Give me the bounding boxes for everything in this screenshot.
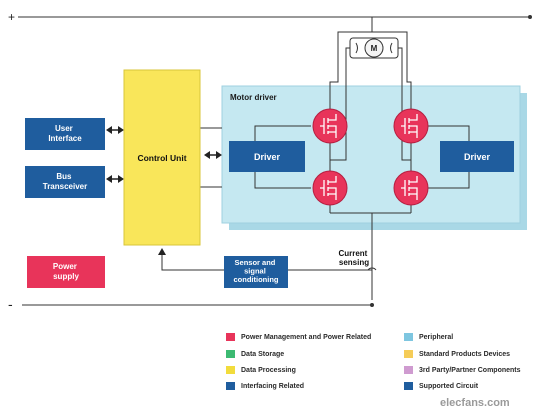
bus-transceiver-line-2: Transceiver xyxy=(43,182,87,191)
plus-rail-label: + xyxy=(8,10,15,24)
legend-swatch xyxy=(404,350,413,358)
legend-swatch xyxy=(226,350,235,358)
legend-item: Peripheral xyxy=(404,333,453,341)
legend-swatch xyxy=(404,333,413,341)
sense-ground-node xyxy=(370,303,374,307)
mosfet-top-left xyxy=(312,108,348,144)
user-interface-line-1: User xyxy=(55,124,73,133)
legend-item: Data Processing xyxy=(226,366,296,374)
legend-item: Supported Circuit xyxy=(404,382,478,390)
supply-rails: + - xyxy=(8,10,532,312)
plus-rail-end xyxy=(528,15,532,19)
control-arrows xyxy=(106,126,222,255)
driver-left-block: Driver xyxy=(229,141,305,172)
driver-left-label: Driver xyxy=(254,152,281,162)
motor-icon: M xyxy=(349,37,399,59)
legend-item: 3rd Party/Partner Components xyxy=(404,366,521,374)
legend-item: Interfacing Related xyxy=(226,382,304,390)
motor-label: M xyxy=(371,44,378,53)
legend-swatch xyxy=(226,333,235,341)
sensor-label: Sensor and signal conditioning xyxy=(234,258,279,284)
driver-right-block: Driver xyxy=(440,141,514,172)
sensor-line-2: signal xyxy=(244,267,266,276)
legend-swatch xyxy=(226,382,235,390)
user-interface-line-2: Interface xyxy=(48,134,82,143)
sensor-line-3: conditioning xyxy=(234,275,279,284)
h-bridge-mosfets xyxy=(312,108,429,206)
driver-right-label: Driver xyxy=(464,152,491,162)
legend-label: Interfacing Related xyxy=(241,382,305,390)
bridge-wiring xyxy=(161,17,470,300)
sensor-line-1: Sensor and xyxy=(235,258,276,267)
legend-swatch xyxy=(404,366,413,374)
bus-transceiver-line-1: Bus xyxy=(56,172,72,181)
legend-label: 3rd Party/Partner Components xyxy=(419,366,521,374)
legend-label: Data Processing xyxy=(241,366,296,374)
bus-transceiver-block: Bus Transceiver xyxy=(25,166,105,198)
mosfet-top-right xyxy=(393,108,429,144)
power-supply-line-2: supply xyxy=(53,272,79,281)
user-interface-label: User Interface xyxy=(48,124,82,143)
legend-item: Standard Products Devices xyxy=(404,350,510,358)
control-unit-block: Control Unit xyxy=(123,69,201,246)
legend-label: Standard Products Devices xyxy=(419,350,511,358)
current-sensing-line-1: Current xyxy=(338,249,367,258)
mosfet-bottom-left xyxy=(312,170,348,206)
legend-item: Data Storage xyxy=(226,350,284,358)
mosfet-bottom-right xyxy=(393,170,429,206)
legend-swatch xyxy=(226,366,235,374)
current-sensing-label: Current sensing xyxy=(338,249,369,267)
current-sense-loop xyxy=(367,267,377,271)
legend-item: Power Management and Power Related xyxy=(226,333,371,341)
legend-swatch xyxy=(404,382,413,390)
feedback-arrow xyxy=(158,248,166,255)
legend-label: Power Management and Power Related xyxy=(241,333,372,341)
motor-driver-title: Motor driver xyxy=(230,93,277,102)
sensor-block: Sensor and signal conditioning xyxy=(224,256,288,288)
power-supply-label: Power supply xyxy=(53,262,80,281)
control-unit-label: Control Unit xyxy=(137,153,186,163)
power-supply-block: Power supply xyxy=(27,256,105,288)
watermark: elecfans.com xyxy=(440,397,510,409)
legend-label: Peripheral xyxy=(419,333,454,341)
power-supply-line-1: Power xyxy=(53,262,77,271)
user-interface-block: User Interface xyxy=(25,118,105,150)
legend-label: Data Storage xyxy=(241,350,285,358)
minus-rail-label: - xyxy=(8,296,13,312)
bus-transceiver-label: Bus Transceiver xyxy=(43,172,87,191)
legend-label: Supported Circuit xyxy=(419,382,479,390)
current-sensing-line-2: sensing xyxy=(339,258,369,267)
